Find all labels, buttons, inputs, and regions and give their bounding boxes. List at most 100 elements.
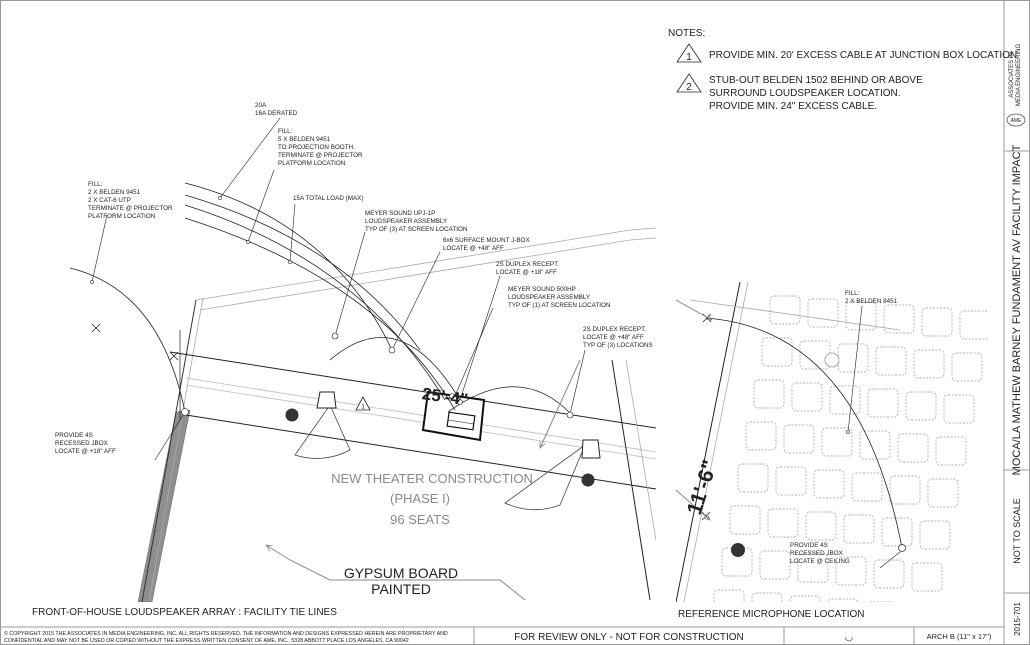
seat (805, 511, 837, 541)
scale-note: NOT TO SCALE (1012, 498, 1022, 564)
seat (729, 505, 761, 535)
seat (813, 469, 845, 499)
seat (799, 340, 831, 370)
seat (751, 592, 783, 602)
seat (911, 562, 943, 592)
svg-text:MEYER SOUND UPJ-1P: MEYER SOUND UPJ-1P (365, 210, 435, 217)
note-1-text: PROVIDE MIN. 20' EXCESS CABLE AT JUNCTIO… (709, 50, 1017, 61)
svg-text:6x6 SURFACE MOUNT J-BOX: 6x6 SURFACE MOUNT J-BOX (443, 237, 530, 244)
seat (873, 559, 905, 589)
seat (851, 472, 883, 502)
thick-wall (137, 409, 191, 602)
svg-text:20A: 20A (255, 102, 267, 109)
svg-text:5 X BELDEN 9451: 5 X BELDEN 9451 (278, 136, 331, 143)
project-title: MOCA/LA MATHEW BARNEY FUNDAMENT AV FACIL… (1011, 144, 1023, 475)
svg-text:TERMINATE @ PROJECTOR: TERMINATE @ PROJECTOR (278, 152, 363, 159)
seat (827, 598, 859, 602)
seat (883, 304, 915, 334)
seat (759, 550, 791, 580)
ceiling-dot (285, 408, 299, 422)
svg-text:TYP OF (1) AT SCREEN LOCATION: TYP OF (1) AT SCREEN LOCATION (508, 302, 611, 309)
ceiling-dot (581, 473, 595, 487)
seat (951, 352, 983, 382)
svg-text:2 X BELDEN 9451: 2 X BELDEN 9451 (88, 189, 141, 196)
annotation-jbox: 6x6 SURFACE MOUNT J-BOX LOCATE @ +48" AF… (443, 237, 530, 252)
svg-text:96 SEATS: 96 SEATS (390, 512, 450, 527)
upj-speaker-left (294, 391, 351, 459)
svg-text:CONFIDENTIAL AND MAY NOT BE US: CONFIDENTIAL AND MAY NOT BE USED OR COPI… (4, 638, 409, 644)
svg-text:PLATFORM LOCATION: PLATFORM LOCATION (278, 160, 346, 167)
seat (713, 589, 745, 602)
svg-text:LOCATE @ +18" AFF: LOCATE @ +18" AFF (55, 448, 116, 455)
annotation-upj-speaker: MEYER SOUND UPJ-1P LOUDSPEAKER ASSEMBLY … (365, 210, 468, 233)
svg-text:LOCATE @ +48" AFF: LOCATE @ +48" AFF (583, 334, 644, 341)
seat (783, 424, 815, 454)
svg-text:TO PROJECTION BOOTH.: TO PROJECTION BOOTH. (278, 144, 355, 151)
note-tag-label: 1 (361, 404, 365, 411)
svg-text:1: 1 (686, 52, 692, 63)
svg-text:2S DUPLEX RECEPT.: 2S DUPLEX RECEPT. (496, 261, 559, 268)
seat (935, 436, 967, 466)
seat (927, 478, 959, 508)
seat (761, 337, 793, 367)
ref-annotation-fill: FILL: 2 X BELDEN 8451 (845, 290, 898, 305)
seat (775, 466, 807, 496)
svg-text:MEDIA ENGINEERING: MEDIA ENGINEERING (1016, 43, 1022, 106)
svg-text:2S DUPLEX RECEPT.: 2S DUPLEX RECEPT. (583, 326, 646, 333)
seat (767, 508, 799, 538)
seat (959, 310, 988, 340)
annotation-total-load: 15A TOTAL LOAD (MAX) (293, 195, 363, 202)
seat (919, 520, 951, 550)
svg-text:(PHASE I): (PHASE I) (390, 491, 450, 506)
footer: © COPYRIGHT 2015 THE ASSOCIATES IN MEDIA… (0, 626, 1004, 645)
upj-speaker-right (504, 439, 601, 511)
seat (943, 394, 975, 424)
annotation-recessed-jbox: PROVIDE 4S RECESSED JBOX LOCATE @ +18" A… (55, 432, 116, 455)
note-2-marker (676, 73, 702, 93)
seat (807, 298, 839, 328)
seat (868, 601, 894, 602)
svg-text:MEYER SOUND 500HP: MEYER SOUND 500HP (508, 286, 576, 293)
svg-text:FILL:: FILL: (845, 290, 860, 297)
svg-text:NEW THEATER CONSTRUCTION: NEW THEATER CONSTRUCTION (331, 471, 533, 486)
annotation-fill-booth: FILL: 5 X BELDEN 9451 TO PROJECTION BOOT… (278, 128, 363, 167)
wall-label: GYPSUM BOARD PAINTED (344, 565, 458, 597)
seat (843, 514, 875, 544)
reference-plan: 11'-6" FILL: 2 X BELDEN 8451 PROVIDE 4S … (676, 282, 988, 602)
seat (921, 307, 953, 337)
svg-text:PLATFORM LOCATION: PLATFORM LOCATION (88, 213, 156, 220)
svg-text:GYPSUM BOARD: GYPSUM BOARD (344, 565, 458, 581)
seat (821, 427, 853, 457)
revision-mark: ◡ (845, 632, 854, 643)
svg-text:PAINTED: PAINTED (371, 581, 431, 597)
main-plan-caption: FRONT-OF-HOUSE LOUDSPEAKER ARRAY : FACIL… (32, 607, 337, 618)
room-label: NEW THEATER CONSTRUCTION (PHASE I) 96 SE… (331, 471, 533, 527)
annotation-fill-projector: FILL: 2 X BELDEN 9451 2 X CAT-6 UTP TERM… (88, 181, 173, 220)
company-name: ASSOCIATES IN (1009, 52, 1015, 98)
sub-speaker (421, 390, 486, 442)
svg-text:AME: AME (1011, 118, 1023, 124)
seat (789, 595, 821, 602)
svg-text:PROVIDE 4S: PROVIDE 4S (790, 542, 828, 549)
seat (881, 517, 913, 547)
note-tag-triangle (355, 396, 371, 411)
annotation-sub-speaker: MEYER SOUND 500HP LOUDSPEAKER ASSEMBLY T… (508, 286, 611, 309)
seat (769, 295, 801, 325)
notes-heading: NOTES: (668, 28, 705, 39)
note-1-marker (676, 43, 702, 63)
seat (753, 379, 785, 409)
svg-text:2 X BELDEN 8451: 2 X BELDEN 8451 (845, 298, 898, 305)
notes-block: NOTES: 1 PROVIDE MIN. 20' EXCESS CABLE A… (668, 28, 1017, 112)
reference-dimension: 11'-6" (683, 457, 722, 517)
svg-text:LOCATE @ CEILING: LOCATE @ CEILING (790, 558, 850, 565)
seat (867, 388, 899, 418)
svg-text:FILL:: FILL: (88, 181, 103, 188)
annotation-duplex-18: 2S DUPLEX RECEPT. LOCATE @ +18" AFF (496, 261, 559, 276)
svg-text:PROVIDE 4S: PROVIDE 4S (55, 432, 93, 439)
seat (791, 382, 823, 412)
svg-text:2: 2 (686, 82, 692, 93)
sheet-size: ARCH B (11" x 17") (927, 632, 992, 641)
svg-text:RECESSED JBOX: RECESSED JBOX (55, 440, 109, 447)
svg-text:TYP OF (3) LOCATIONS: TYP OF (3) LOCATIONS (583, 342, 653, 349)
